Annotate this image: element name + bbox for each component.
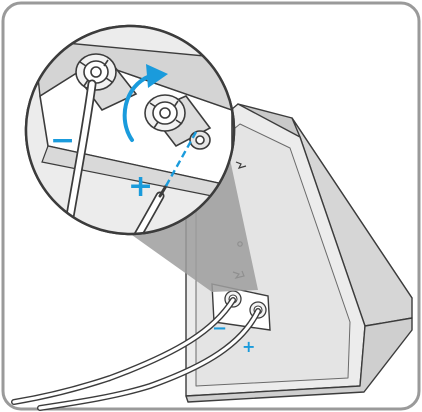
magnifier-ring xyxy=(24,24,236,236)
speaker-positive-label: + xyxy=(242,337,255,356)
zoom-positive-binding-post xyxy=(144,94,212,150)
keyhole-hook-top xyxy=(235,161,247,169)
speaker-cable xyxy=(11,297,261,411)
speaker-bottom-edge xyxy=(185,317,413,403)
rotate-clockwise-arrow-icon xyxy=(122,64,168,142)
zoom-positive-label: + xyxy=(128,169,153,204)
zoom-negative-binding-post xyxy=(75,53,138,112)
zoom-positive-wire xyxy=(123,184,168,234)
magnifier-detail: − + xyxy=(24,24,236,236)
magnifier-projection xyxy=(122,150,258,292)
zoom-negative-label: − xyxy=(50,123,75,158)
